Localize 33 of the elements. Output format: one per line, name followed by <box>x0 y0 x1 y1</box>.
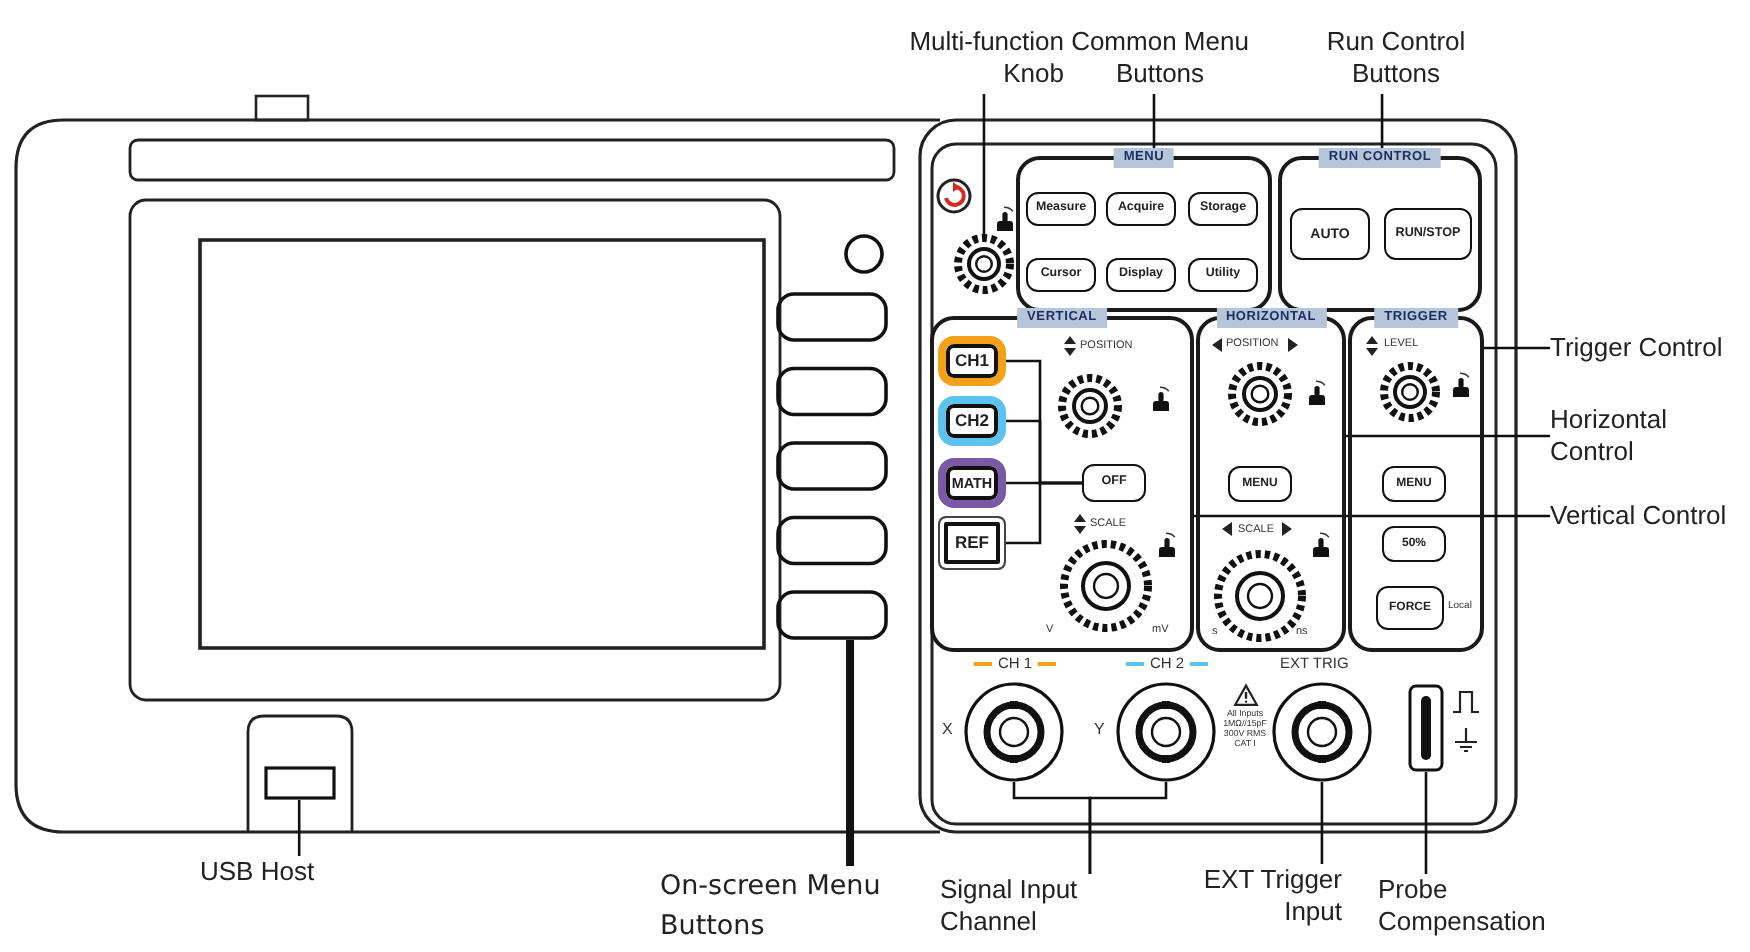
probe-terminal <box>1408 684 1444 772</box>
leader-line <box>1346 434 1550 438</box>
side-button-column <box>776 292 888 640</box>
bnc-connector <box>1116 682 1216 782</box>
callout-label: Multi-function Knob <box>880 26 1064 94</box>
panel-button: REF <box>938 516 1006 570</box>
callout-label: Trigger Control <box>1550 332 1750 364</box>
callout-label: Vertical Control <box>1550 500 1750 532</box>
usb-port <box>264 766 336 800</box>
leader-line <box>846 640 855 866</box>
callout-label: On-screen Menu Buttons <box>660 866 920 946</box>
input-letter: X <box>942 722 953 740</box>
panel-button: CH1 <box>938 336 1006 386</box>
callout-label: Signal Input Channel <box>940 874 1132 942</box>
leader-line <box>1088 782 1168 874</box>
rotary-knob <box>954 234 1014 294</box>
leader-line <box>297 800 301 856</box>
link-line <box>1006 481 1082 545</box>
callout-label: EXT Trigger Input <box>1166 864 1342 932</box>
callout-label: Common Menu Buttons <box>1066 26 1254 94</box>
callout-label: Probe Compensation <box>1378 874 1578 942</box>
leader-line <box>1424 772 1428 874</box>
leader-line <box>1484 346 1550 350</box>
leader-line <box>982 94 986 234</box>
panel-button: CH2 <box>938 396 1006 446</box>
leader-line <box>1320 782 1324 864</box>
callout-label: Run Control Buttons <box>1310 26 1482 94</box>
bnc-connector <box>1272 682 1372 782</box>
leader-line <box>1194 514 1550 518</box>
bnc-connector <box>964 682 1064 782</box>
callout-label: USB Host <box>200 856 324 888</box>
input-letter: Y <box>1094 722 1105 740</box>
callout-label: Horizontal Control <box>1550 404 1730 468</box>
